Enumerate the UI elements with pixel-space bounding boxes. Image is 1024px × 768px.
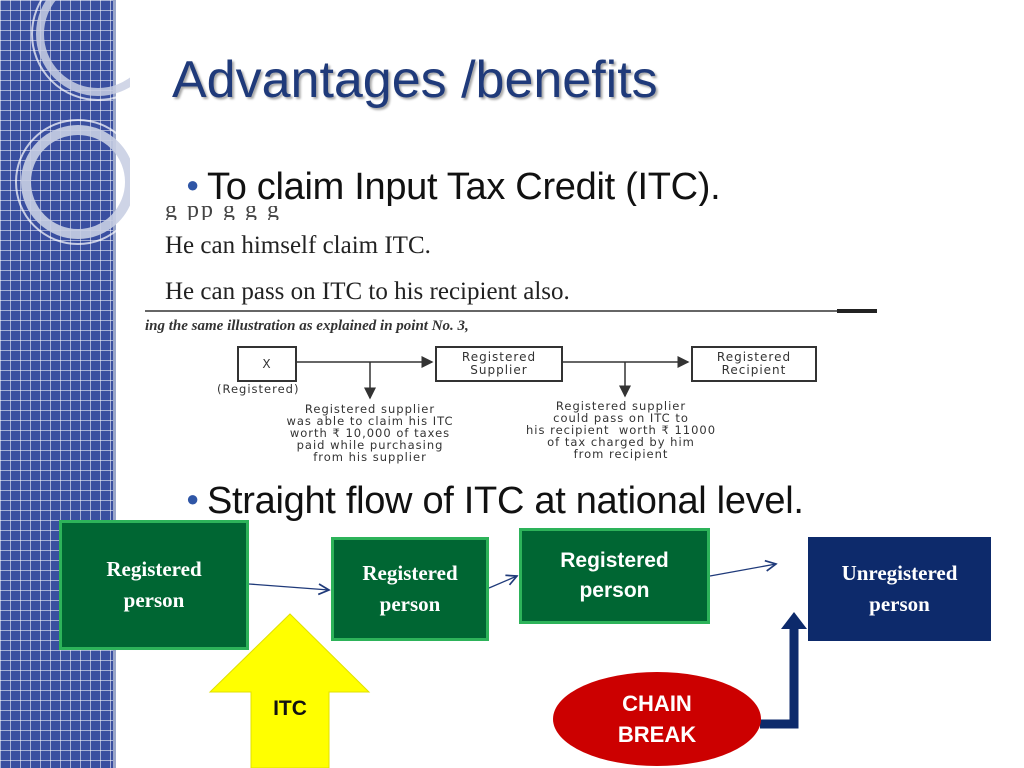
side-strip-edge (113, 0, 116, 768)
arrow-right-icon (709, 564, 776, 577)
note-recipient-itc: Registered supplier could pass on ITC to… (525, 399, 717, 461)
chain-break-oval: CHAIN BREAK (553, 672, 761, 766)
registered-label: (Registered) (217, 382, 300, 396)
illustration-arrows (295, 356, 690, 400)
illustration-line: He can pass on ITC to his recipient also… (165, 278, 570, 305)
bullet-text: To claim Input Tax Credit (ITC). (207, 166, 721, 208)
bullet-dot-icon: ● (186, 485, 199, 511)
illustration-box-supplier: Registered Supplier (435, 346, 563, 382)
note-supplier-itc: Registered supplier was able to claim hi… (286, 402, 454, 464)
illustration-line: He can himself claim ITC. (165, 232, 431, 259)
divider-mark (837, 309, 877, 313)
arrow-right-icon (248, 584, 329, 590)
decorative-circles (15, 0, 130, 245)
slide-title: Advantages /benefits (172, 51, 658, 109)
bullet-text: Straight flow of ITC at national level. (207, 480, 804, 522)
bullet-itc-claim: ● To claim Input Tax Credit (ITC). (186, 166, 721, 209)
scanned-illustration: g pp g g g He can himself claim ITC. He … (145, 206, 885, 464)
flow-box-unregistered: Unregistered person (808, 537, 991, 641)
arrow-right-icon (488, 576, 517, 589)
elbow-arrow-icon (760, 628, 799, 729)
cropped-text-line: g pp g g g (165, 206, 281, 220)
up-arrow-icon (208, 613, 371, 768)
divider (145, 310, 877, 312)
illustration-caption: ing the same illustration as explained i… (145, 318, 469, 334)
flow-box-registered-3: Registered person (519, 528, 710, 624)
bullet-itc-flow: ● Straight flow of ITC at national level. (186, 480, 804, 523)
itc-arrow-label: ITC (273, 697, 307, 720)
bullet-dot-icon: ● (186, 171, 199, 197)
illustration-box-recipient: Registered Recipient (691, 346, 817, 382)
flow-box-registered-2: Registered person (331, 537, 489, 641)
illustration-box-x: X (237, 346, 297, 382)
flow-box-registered-1: Registered person (59, 520, 249, 650)
